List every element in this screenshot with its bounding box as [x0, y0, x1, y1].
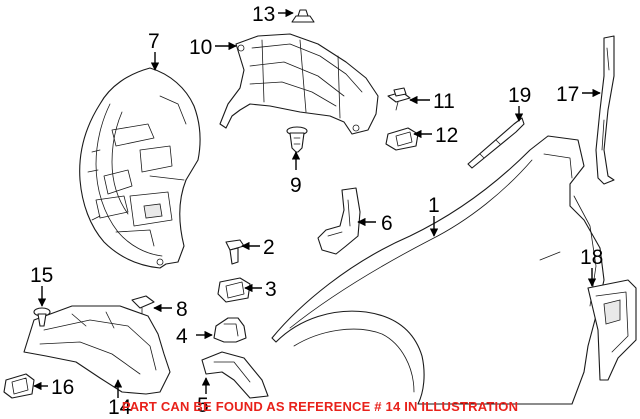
callout-2: 2: [263, 236, 275, 259]
reference-note: PART CAN BE FOUND AS REFERENCE # 14 IN I…: [121, 399, 519, 414]
clip-part-16: [3, 373, 35, 399]
callout-3: 3: [265, 278, 277, 301]
clip-part-13: [291, 9, 315, 23]
push-rivet-part-9: [286, 126, 308, 153]
callout-14: 14: [108, 396, 132, 419]
bracket-strip-part-17: [595, 35, 615, 185]
callout-13: 13: [252, 3, 275, 26]
splash-shield-part-14: [23, 305, 171, 395]
callout-15: 15: [30, 264, 53, 287]
clip-part-3: [217, 277, 251, 303]
bracket-part-4: [213, 317, 247, 343]
callout-9: 9: [290, 174, 302, 197]
callout-12: 12: [435, 124, 458, 147]
fender-liner-part-7: [79, 67, 201, 269]
callout-16: 16: [51, 376, 74, 399]
callout-5: 5: [197, 394, 209, 417]
wheelhouse-shield-part-10: [219, 33, 379, 135]
clip-nut-part-12: [385, 127, 419, 151]
bolt-part-2: [225, 239, 245, 265]
callout-6: 6: [381, 212, 393, 235]
seal-strip-part-19: [467, 117, 525, 169]
callout-11: 11: [433, 90, 455, 113]
callout-8: 8: [176, 298, 188, 321]
rear-seal-part-18: [587, 279, 637, 381]
callout-17: 17: [556, 83, 579, 106]
callout-18: 18: [580, 246, 603, 269]
callout-numbers: 1 2 3 4 5 6 7 8 9 10 11 12 13 14 15 16 1…: [30, 3, 603, 419]
callout-4: 4: [176, 325, 188, 348]
screw-part-11: [387, 87, 411, 111]
callout-19: 19: [508, 84, 531, 107]
callout-7: 7: [148, 30, 160, 53]
push-pin-part-15: [33, 307, 51, 327]
bracket-part-5: [201, 351, 269, 399]
front-fender-part-1: [271, 135, 605, 405]
callout-1: 1: [428, 194, 440, 217]
callout-10: 10: [189, 36, 212, 59]
leader-lines: [33, 8, 601, 398]
bracket-part-6: [317, 187, 361, 255]
